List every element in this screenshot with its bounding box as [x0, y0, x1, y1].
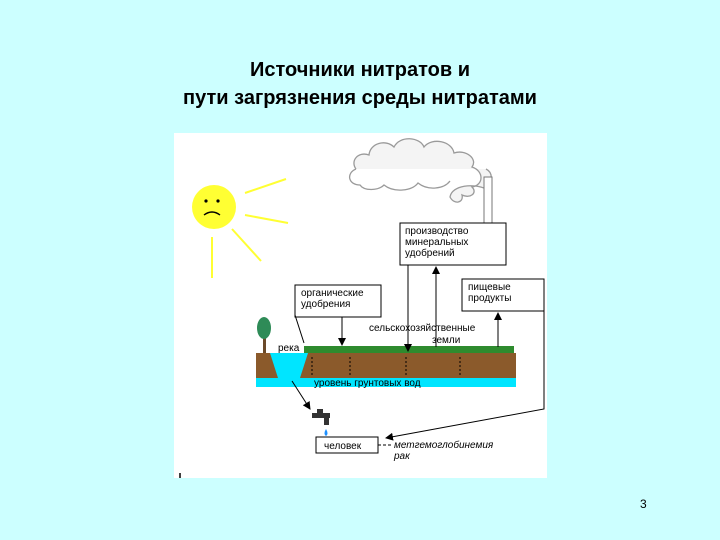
production-label-line1: производство: [405, 226, 469, 237]
production-label-line2: минеральных: [405, 237, 468, 248]
chimney: [483, 176, 493, 224]
nitrate-diagram: производство минеральных удобрений орган…: [174, 133, 547, 478]
human-label: человек: [324, 441, 362, 452]
sun-icon: [192, 178, 289, 278]
diagram-svg: производство минеральных удобрений орган…: [179, 138, 545, 478]
groundwater-label: уровень грунтовых вод: [314, 378, 421, 389]
farmland-label-line1: сельскохозяйственные: [369, 323, 476, 334]
river-water: [270, 353, 308, 378]
production-box: [399, 222, 507, 266]
smoke-cloud: [349, 138, 492, 203]
tree-icon: [257, 317, 271, 353]
farmland-label-line2: земли: [432, 335, 460, 346]
river-label: река: [278, 343, 300, 354]
organic-label-line2: удобрения: [301, 298, 350, 310]
slide-title: Источники нитратов и пути загрязнения ср…: [0, 56, 720, 112]
grass-strip: [304, 346, 514, 354]
food-label-line1: пищевые: [468, 282, 511, 293]
disease-label-line1: метгемоглобинемия: [394, 439, 494, 451]
slide-title-line2: пути загрязнения среды нитратами: [183, 87, 537, 109]
faucet-icon: [312, 409, 330, 436]
percolation-lines: [311, 357, 461, 377]
flow-arrows: [291, 265, 545, 441]
food-label-line2: продукты: [468, 293, 511, 304]
organic-fertilizer-box: [294, 284, 382, 318]
organic-label-line1: органические: [301, 288, 364, 299]
food-products-box: [461, 278, 545, 312]
slide-title-line1: Источники нитратов и: [250, 59, 470, 81]
disease-label-line2: рак: [393, 451, 411, 462]
page-number: 3: [640, 497, 647, 511]
groundwater-layer: [256, 378, 516, 387]
production-label-line3: удобрений: [405, 247, 455, 259]
